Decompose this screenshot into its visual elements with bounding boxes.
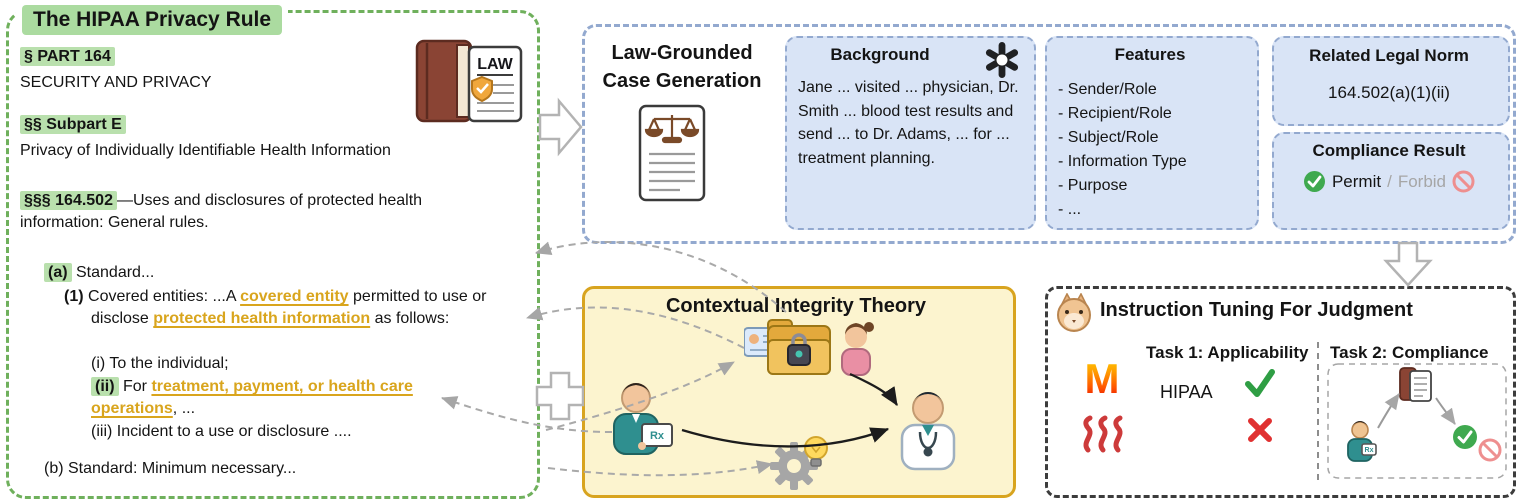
permit-label: Permit (1331, 171, 1382, 191)
judgment-title: Instruction Tuning For Judgment (1100, 299, 1413, 321)
compliance-card-title: Compliance Result (1312, 141, 1466, 160)
subpart-heading: §§ Subpart E (20, 114, 126, 136)
case-generation-panel (582, 24, 1516, 244)
feature-item: - Information Type (1058, 153, 1187, 170)
case-gen-title-line2: Case Generation (602, 70, 762, 92)
clause-a: (a) Standard... (44, 262, 154, 284)
background-card-title: Background (830, 45, 930, 64)
private-info-group (744, 319, 874, 376)
forbid-label: Forbid (1397, 171, 1447, 191)
applicable-check-icon (1245, 369, 1275, 397)
feature-item: - ... (1058, 201, 1082, 218)
clause-b: (b) Standard: Minimum necessary... (44, 460, 297, 477)
compliance-card (1272, 132, 1510, 230)
features-list: - Sender/Role - Recipient/Role - Subject… (1058, 78, 1187, 222)
task2-label: Task 2: Compliance (1330, 343, 1489, 362)
legal-norm-card (1272, 36, 1510, 126)
svg-text:M: M (1085, 356, 1120, 398)
doctor-recipient-icon (900, 392, 956, 471)
task1-label: Task 1: Applicability (1146, 343, 1309, 362)
feature-item: - Recipient/Role (1058, 105, 1172, 122)
clause-a1-pre: Covered entities: ...A (83, 288, 241, 305)
clause-a-label: (a) (44, 263, 72, 282)
phi-link: protected health information (153, 310, 371, 327)
legal-norm-value: 164.502(a)(1)(ii) (1328, 83, 1450, 102)
clause-ii-label: (ii) (91, 377, 119, 396)
judgment-permit-icon (1453, 425, 1477, 449)
compliance-slash: / (1387, 171, 1392, 191)
mini-doctor-icon: Rx (1347, 421, 1377, 462)
gear-lightbulb-icon (770, 436, 828, 490)
part-heading: § PART 164 (20, 46, 115, 68)
case-gen-title-line1: Law-Grounded (611, 42, 753, 64)
features-card (1045, 36, 1259, 230)
rx-label: Rx (1365, 447, 1374, 454)
ci-panel-title: Contextual Integrity Theory (665, 295, 927, 317)
doctor-sender-icon: Rx (613, 383, 673, 455)
clause-ii-post: , ... (172, 400, 196, 417)
section-label: §§§ 164.502 (20, 191, 117, 210)
forbid-icon (1452, 170, 1475, 193)
combine-plus-icon (535, 371, 585, 421)
clause-iii: (iii) Incident to a use or disclosure ..… (91, 423, 352, 440)
llama-icon (1057, 293, 1091, 332)
scales-icon (644, 115, 700, 144)
judgment-forbid-icon (1478, 438, 1502, 462)
features-card-title: Features (1114, 45, 1186, 64)
law-badge: LAW (477, 56, 513, 73)
clause-a1-mid: permitted to use or disclose (91, 288, 487, 327)
m-gradient-logo-icon: M (1085, 356, 1120, 398)
subpart-body: Privacy of Individually Identifiable Hea… (20, 142, 391, 159)
woman-avatar (845, 326, 867, 348)
background-card-body: Jane ... visited ... physician, Dr. Smit… (798, 79, 1019, 167)
case-document-icon (1399, 367, 1432, 402)
feature-item: - Purpose (1058, 177, 1128, 194)
covered-entity-link: covered entity (240, 288, 349, 305)
hipaa-panel-title: The HIPAA Privacy Rule (22, 5, 283, 35)
tpo-link: treatment, payment, or health care opera… (91, 378, 413, 417)
section-paragraph: §§§ 164.502—Uses and disclosures of prot… (20, 190, 490, 234)
not-applicable-cross-icon (1248, 418, 1272, 442)
clause-a1-post: as follows: (370, 310, 450, 327)
legal-document-icon (638, 104, 706, 202)
part-body: SECURITY AND PRIVACY (20, 74, 212, 91)
feature-item: - Subject/Role (1058, 129, 1159, 146)
lightbulb-icon (804, 436, 828, 460)
legal-norm-card-title: Related Legal Norm (1309, 46, 1469, 65)
gpt-icon (985, 42, 1019, 78)
clause-i: (i) To the individual; (91, 355, 229, 372)
clause-ii-pre: For (118, 378, 152, 395)
clause-ii: (ii) For treatment, payment, or health c… (91, 376, 483, 420)
compliance-result-row: Permit / Forbid (1272, 170, 1506, 193)
subpart-label: §§ Subpart E (20, 115, 126, 134)
clause-a1-label: (1) (64, 288, 84, 305)
hipaa-label: HIPAA (1160, 382, 1213, 402)
law-book-icon: LAW (415, 39, 523, 123)
red-waves-logo-icon (1083, 415, 1123, 453)
section-body: —Uses and disclosures of protected healt… (20, 192, 423, 231)
clause-a-text: Standard... (71, 264, 155, 281)
feature-item: - Sender/Role (1058, 81, 1157, 98)
clause-a1: (1) Covered entities: ...A covered entit… (64, 286, 536, 330)
rx-label: Rx (650, 430, 665, 442)
flow-arrow-down-icon (1383, 241, 1433, 287)
judgment-panel (1045, 286, 1516, 498)
flow-arrow-right-icon (538, 97, 583, 157)
permit-check-icon (1303, 171, 1325, 192)
part-label: § PART 164 (20, 47, 115, 66)
